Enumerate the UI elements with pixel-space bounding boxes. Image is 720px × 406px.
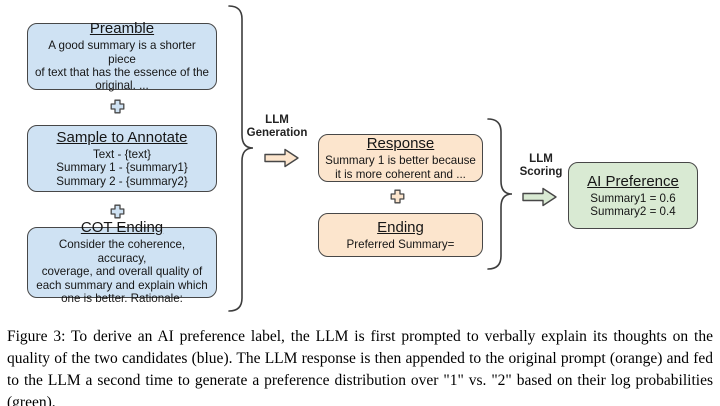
generation-arrow-right-icon	[264, 148, 299, 168]
cot-ending-title: COT Ending	[80, 219, 164, 237]
plus-icon	[110, 204, 125, 219]
ending-box: Ending Preferred Summary=	[318, 213, 483, 257]
preamble-body: A good summary is a shorter piece of tex…	[34, 39, 210, 93]
plus-icon	[390, 189, 405, 204]
ending-title: Ending	[377, 218, 424, 236]
cot-ending-box: COT Ending Consider the coherence, accur…	[27, 219, 217, 305]
sample-to-annotate-box: Sample to Annotate Text - {text} Summary…	[27, 125, 217, 192]
sample-to-annotate-title: Sample to Annotate	[56, 128, 188, 146]
figure-caption: Figure 3: To derive an AI preference lab…	[7, 328, 713, 406]
response-box: Response Summary 1 is better because it …	[318, 134, 483, 182]
cot-ending-body: Consider the coherence, accuracy, covera…	[36, 238, 208, 306]
scoring-arrow-right-icon	[522, 187, 557, 207]
left-curly-brace-icon	[228, 5, 254, 312]
plus-icon	[110, 99, 125, 114]
response-title: Response	[366, 135, 435, 153]
ending-body: Preferred Summary=	[346, 237, 455, 251]
response-body: Summary 1 is better because it is more c…	[325, 154, 476, 181]
ai-preference-title: AI Preference	[587, 172, 679, 190]
ai-preference-body: Summary1 = 0.6 Summary2 = 0.4	[590, 191, 676, 218]
preamble-box: Preamble A good summary is a shorter pie…	[27, 20, 217, 93]
preamble-title: Preamble	[89, 20, 155, 38]
llm-generation-label: LLM Generation	[246, 114, 308, 139]
sample-to-annotate-body: Text - {text} Summary 1 - {summary1} Sum…	[56, 147, 188, 188]
llm-scoring-label: LLM Scoring	[519, 153, 563, 178]
right-curly-brace-icon	[487, 118, 513, 270]
ai-preference-box: AI Preference Summary1 = 0.6 Summary2 = …	[568, 162, 698, 229]
